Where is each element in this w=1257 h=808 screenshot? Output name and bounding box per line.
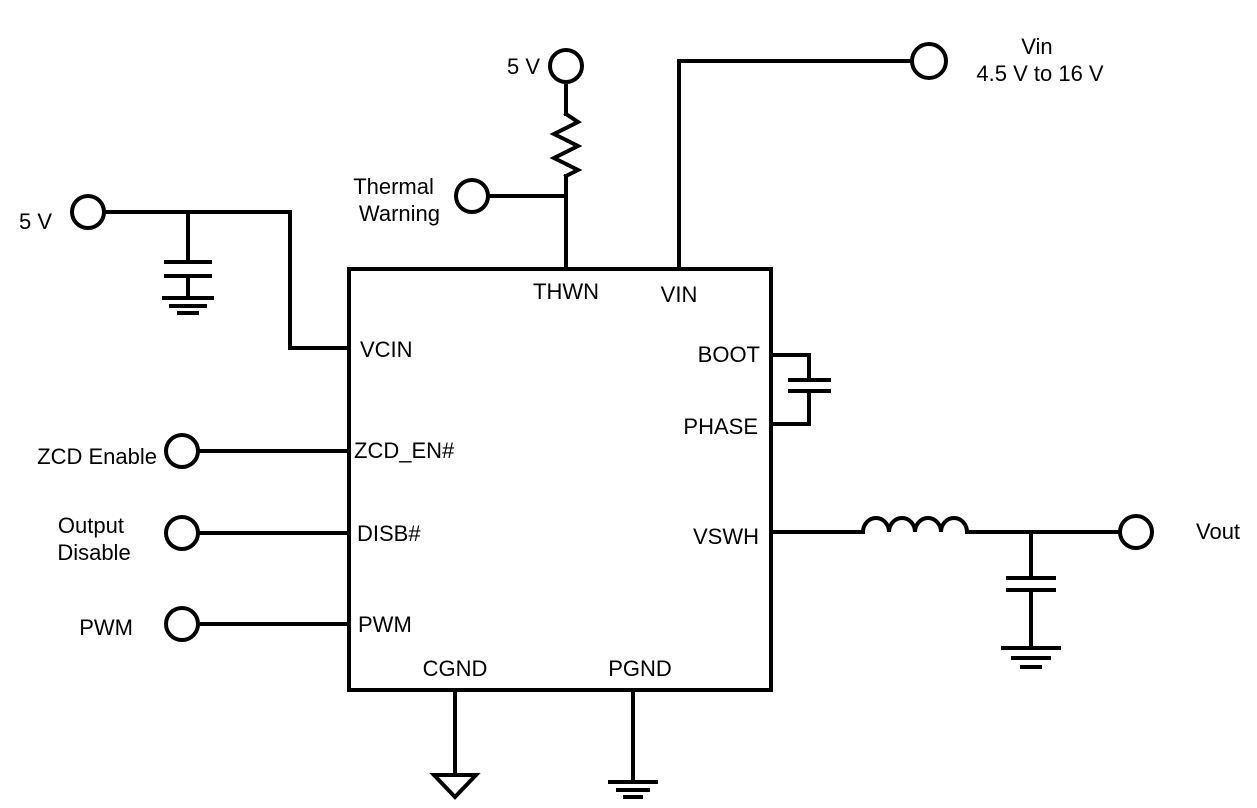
vcin-decoupling-capacitor [164,210,212,300]
label-zcd-enable: ZCD Enable [37,444,157,469]
terminal-left-5v [70,194,106,230]
pin-label-phase: PHASE [683,414,758,439]
label-vout: Vout [1196,519,1240,544]
pin-label-vin: VIN [661,282,698,307]
pin-label-cgnd: CGND [423,656,488,681]
pin-label-thwn: THWN [533,279,599,304]
pin-label-boot: BOOT [698,342,760,367]
pin-label-vcin: VCIN [360,337,413,362]
pin-label-pwm: PWM [358,612,412,637]
output-inductor [860,516,970,535]
pin-label-pgnd: PGND [608,656,672,681]
vcin-wire [103,210,351,350]
vin-wire [677,59,914,271]
thwn-pullup-network [488,84,583,271]
label-top-5v: 5 V [507,54,540,79]
label-output-disable: Output Disable [57,513,130,565]
boot-capacitor [769,353,831,426]
label-thermal-warning: Thermal Warning [353,174,440,226]
label-vin: Vin 4.5 V to 16 V [976,34,1104,86]
pin-label-zcd-en: ZCD_EN# [354,438,455,463]
terminal-vin [910,42,948,80]
pin-label-vswh: VSWH [693,524,759,549]
terminal-top-5v [548,48,584,84]
output-capacitor [1006,530,1056,650]
label-pwm: PWM [79,615,133,640]
pullup-resistor [549,111,583,179]
pin-label-disb: DISB# [357,521,421,546]
terminal-zcd-enable [164,433,200,469]
terminal-output-disable [164,515,200,551]
terminal-thermal-warning [454,178,490,214]
terminal-pwm [164,606,200,642]
terminal-vout [1118,514,1154,550]
ground-symbol-cgnd [429,773,481,800]
ground-symbol-output [1001,646,1061,669]
ground-symbol-pgnd [608,780,658,799]
label-left-5v: 5 V [19,209,52,234]
ic-chip-body [347,267,773,692]
ground-symbol-vcin [162,296,214,315]
